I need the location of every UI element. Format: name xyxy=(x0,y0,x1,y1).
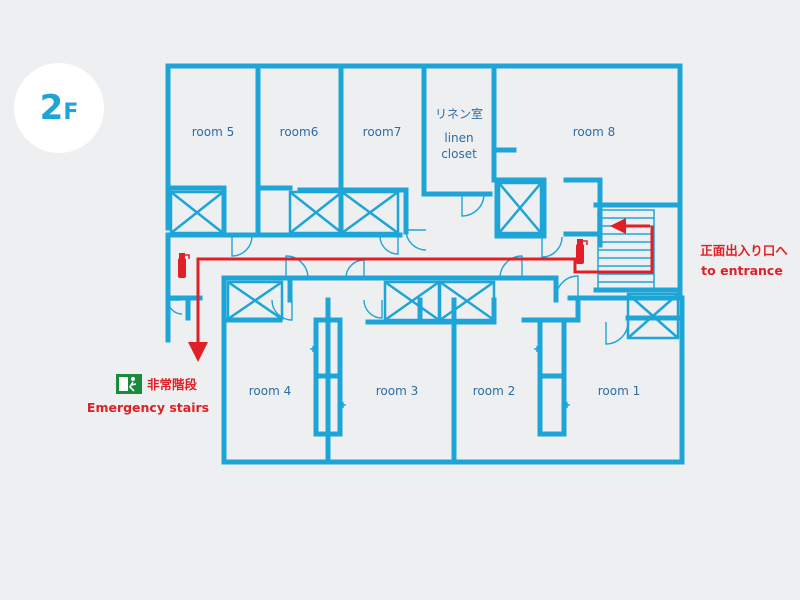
evacuation-route xyxy=(188,218,654,362)
linen-jp-label: リネン室 xyxy=(435,106,483,121)
room-labels: room 5 room6 room7 room 8 リネン室 linen clo… xyxy=(192,106,641,398)
room-5-label: room 5 xyxy=(192,125,235,139)
room-6-label: room6 xyxy=(280,125,319,139)
room-1-label: room 1 xyxy=(598,384,641,398)
linen-en-label-2: closet xyxy=(441,147,477,161)
fire-extinguisher-icon xyxy=(178,253,190,278)
fixture-marks xyxy=(310,346,570,408)
floor-unit: F xyxy=(63,99,79,125)
emergency-en-label: Emergency stairs xyxy=(87,400,209,415)
entrance-en-label: to entrance xyxy=(701,263,783,278)
fire-extinguisher-icon-2 xyxy=(576,239,588,264)
room-3-label: room 3 xyxy=(376,384,419,398)
entrance-jp-label: 正面出入り口へ xyxy=(700,243,788,258)
room-7-label: room7 xyxy=(363,125,402,139)
room-4-label: room 4 xyxy=(249,384,292,398)
room-8-label: room 8 xyxy=(573,125,616,139)
linen-en-label-1: linen xyxy=(444,131,473,145)
floor-number: 2 xyxy=(39,88,64,128)
room-2-label: room 2 xyxy=(473,384,516,398)
emergency-exit-icon xyxy=(116,374,142,394)
shaft-boxes xyxy=(169,181,680,340)
route-labels: 正面出入り口へ to entrance 非常階段 Emergency stair… xyxy=(87,243,788,415)
floor-badge: 2 F xyxy=(14,63,104,153)
emergency-jp-label: 非常階段 xyxy=(147,377,198,392)
